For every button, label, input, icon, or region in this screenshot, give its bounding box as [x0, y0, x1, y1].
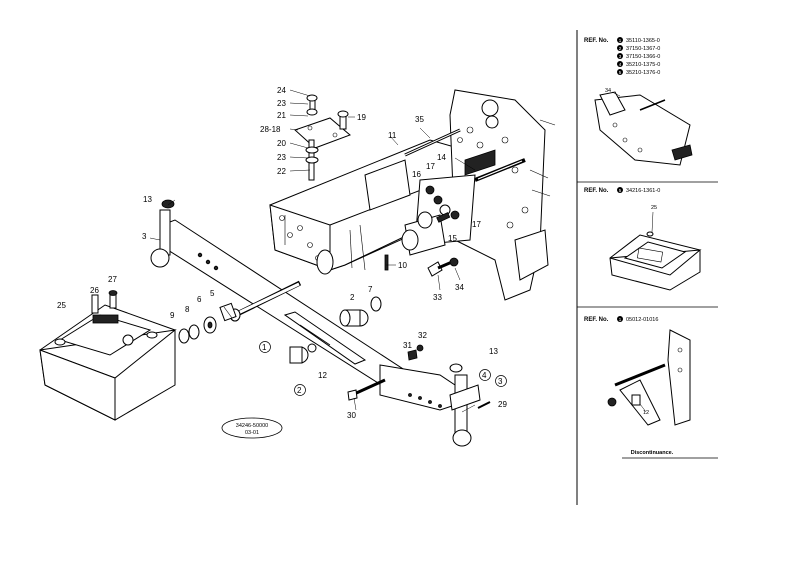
- ref-part-code: 34216-1361-0: [626, 188, 660, 194]
- callout-c24: 24: [277, 86, 286, 95]
- right-spindle: [449, 363, 481, 447]
- ref-mark-number: 3: [619, 54, 622, 59]
- washer-7: [370, 296, 382, 312]
- ref-mark-circle: [617, 187, 623, 193]
- callout-c20: 20: [277, 139, 286, 148]
- callout-c5: 5: [210, 289, 215, 298]
- callout-c8: 8: [185, 305, 190, 314]
- inset-callout-3: 12: [643, 410, 649, 416]
- ref-mark-number: 5: [619, 188, 622, 193]
- left-spindle: [150, 199, 175, 268]
- callout-c35: 35: [415, 115, 424, 124]
- inset-callout-2: 25: [651, 205, 657, 211]
- ref-mark-number: 4: [619, 62, 622, 67]
- catalog-stamp-code: 34246-50000: [236, 423, 268, 429]
- callout-c27: 27: [108, 275, 117, 284]
- ref-mark-circle: [617, 37, 623, 43]
- inset-2-drawing: [609, 211, 702, 291]
- callout-circle-c2b: [294, 384, 306, 396]
- callout-c16: 16: [412, 170, 421, 179]
- tie-lever-12: [283, 311, 367, 365]
- callout-c13b: 13: [489, 347, 498, 356]
- ref-mark-circle: [617, 316, 623, 322]
- ref-mark-circle: [617, 69, 623, 75]
- callout-circle-c3b: [495, 375, 507, 387]
- callout-c19: 19: [357, 113, 366, 122]
- callout-c2a: 2: [350, 293, 355, 302]
- ref-mark-number: 2: [619, 46, 622, 51]
- ref-mark-number: 1: [619, 317, 622, 322]
- callout-c34: 34: [455, 283, 464, 292]
- discontinuance-note: Discontinuance.: [631, 450, 674, 456]
- callout-c10: 10: [398, 261, 407, 270]
- ref-part-code: 35210-1375-0: [626, 62, 660, 68]
- callout-c22: 22: [277, 167, 286, 176]
- ref-mark-number: 1: [619, 38, 622, 43]
- callout-c3: 3: [142, 232, 147, 241]
- callout-c1: 1: [262, 343, 267, 352]
- ref-mark-number: 5: [619, 70, 622, 75]
- ref-mark-circle: [617, 45, 623, 51]
- callout-c23b: 23: [277, 153, 286, 162]
- callout-c13a: 13: [143, 195, 152, 204]
- ref-mark-circle: [617, 53, 623, 59]
- bolt-33: [427, 257, 459, 277]
- callout-circle-c1: [259, 341, 271, 353]
- callout-c31: 31: [403, 341, 412, 350]
- inset-3-drawing: [607, 329, 691, 426]
- front-axle-bracket: [269, 139, 501, 275]
- bushing-2: [289, 309, 369, 364]
- callout-c26: 26: [90, 286, 99, 295]
- ref-panel-title-2: REF. No.: [584, 188, 609, 194]
- bolts-29-32: [347, 344, 491, 409]
- callout-c2b: 2: [297, 386, 302, 395]
- ref-part-code: 35210-1376-0: [626, 70, 660, 76]
- catalog-stamp-revision: 03-01: [245, 430, 259, 436]
- ref-mark-circle: [617, 61, 623, 67]
- callout-c9: 9: [170, 311, 175, 320]
- callout-c3b: 3: [498, 377, 503, 386]
- fasteners-15-17: [425, 185, 460, 223]
- callout-c12: 12: [318, 371, 327, 380]
- counterweight-25: [39, 290, 177, 421]
- ref-part-code: 05012-01016: [626, 317, 658, 323]
- callout-c23a: 23: [277, 99, 286, 108]
- left-spring-stack: [178, 302, 237, 344]
- ref-panel-title-3: REF. No.: [584, 317, 609, 323]
- callout-c4: 4: [482, 371, 487, 380]
- callout-c29: 29: [498, 400, 507, 409]
- bolt-14: [474, 158, 526, 182]
- callout-c2818: 28-18: [260, 125, 281, 134]
- callout-circle-c4: [479, 369, 491, 381]
- inset-callout-1: 34: [605, 88, 611, 94]
- callout-c25: 25: [57, 301, 66, 310]
- ref-panel-title-1: REF. No.: [584, 38, 609, 44]
- callout-c33: 33: [433, 293, 442, 302]
- inset-1-drawing: [594, 91, 693, 166]
- leader-lines: [149, 89, 476, 413]
- rod-35: [404, 128, 461, 157]
- engine-block: [449, 89, 556, 301]
- callout-c6: 6: [197, 295, 202, 304]
- callout-c17b: 17: [472, 220, 481, 229]
- ref-part-code: 37150-1366-0: [626, 54, 660, 60]
- callout-c21: 21: [277, 111, 286, 120]
- callout-c11: 11: [388, 131, 397, 140]
- ref-part-code: 35110-1365-0: [626, 38, 660, 44]
- pin-10: [384, 254, 389, 271]
- callout-c14: 14: [437, 153, 446, 162]
- callout-c7: 7: [368, 285, 373, 294]
- ref-part-code: 37150-1367-0: [626, 46, 660, 52]
- callout-c15: 15: [448, 234, 457, 243]
- callout-c17a: 17: [426, 162, 435, 171]
- catalog-stamp-outline: [221, 417, 283, 439]
- top-plate-assembly: [294, 94, 351, 181]
- callout-c32: 32: [418, 331, 427, 340]
- callout-c30: 30: [347, 411, 356, 420]
